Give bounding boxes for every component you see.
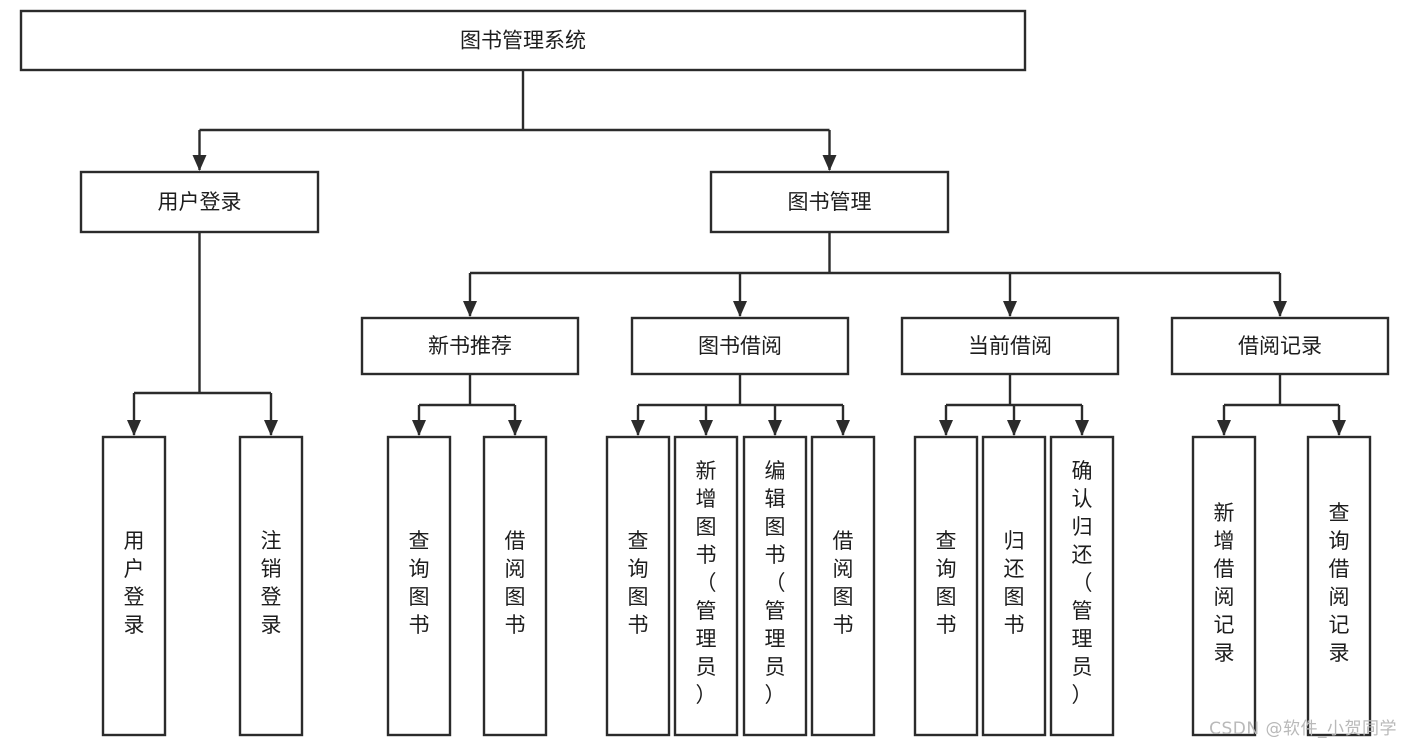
arrow-head-icon [1332,420,1346,436]
connector-recommend-to-leaves [412,374,522,436]
node-leaf-query-book-recommend[interactable]: 查询图书 [386,435,452,737]
arrow-head-icon [699,420,713,436]
node-label-leaf-borrow-book-recommend: 借阅图书 [505,529,526,637]
node-label-borrow-record: 借阅记录 [1238,334,1322,358]
arrow-head-icon [1217,420,1231,436]
node-box-current-borrow[interactable] [900,316,1120,376]
node-label-leaf-user-login: 用户登录 [124,529,145,637]
arrow-head-icon [1273,301,1287,317]
node-book-borrow[interactable]: 图书借阅 [630,316,850,376]
node-book-manage[interactable]: 图书管理 [709,170,950,234]
arrow-head-icon [939,420,953,436]
connector-userlogin-to-leaves [127,232,278,436]
node-new-book-recommend[interactable]: 新书推荐 [360,316,580,376]
node-box-leaf-query-book-recommend[interactable] [386,435,452,737]
node-label-leaf-borrow-book: 借阅图书 [833,529,854,637]
node-box-borrow-record[interactable] [1170,316,1390,376]
node-leaf-add-book-admin[interactable]: 新增图书（管理员） [673,435,739,737]
node-box-leaf-return-book[interactable] [981,435,1047,737]
node-box-leaf-edit-book-admin[interactable] [742,435,808,737]
node-leaf-return-book[interactable]: 归还图书 [981,435,1047,737]
node-label-leaf-return-book: 归还图书 [1004,529,1025,637]
node-leaf-user-login[interactable]: 用户登录 [101,435,167,737]
node-leaf-add-borrow-record[interactable]: 新增借阅记录 [1191,435,1257,737]
node-user-login[interactable]: 用户登录 [79,170,320,234]
node-label-book-borrow: 图书借阅 [698,334,782,358]
node-box-leaf-user-login[interactable] [101,435,167,737]
node-label-new-book-recommend: 新书推荐 [428,334,512,358]
node-leaf-user-logout[interactable]: 注销登录 [238,435,304,737]
node-leaf-borrow-book[interactable]: 借阅图书 [810,435,876,737]
node-root[interactable]: 图书管理系统 [19,9,1027,72]
node-label-root: 图书管理系统 [460,29,586,53]
connector-layer [127,70,1346,436]
node-label-leaf-user-logout: 注销登录 [261,529,282,637]
connector-record-to-leaves [1217,374,1346,436]
arrow-head-icon [1007,420,1021,436]
node-label-current-borrow: 当前借阅 [968,334,1052,358]
connector-root-to-level1 [192,70,837,171]
arrow-head-icon [768,420,782,436]
arrow-head-icon [1075,420,1089,436]
node-borrow-record[interactable]: 借阅记录 [1170,316,1390,376]
arrow-head-icon [822,155,837,171]
arrow-head-icon [631,420,645,436]
node-box-book-manage[interactable] [709,170,950,234]
node-label-leaf-query-book-recommend: 查询图书 [409,529,430,637]
connector-bookmanage-to-level2 [463,232,1287,317]
node-box-leaf-add-book-admin[interactable] [673,435,739,737]
arrow-head-icon [127,420,141,436]
arrow-head-icon [1003,301,1017,317]
node-box-root[interactable] [19,9,1027,72]
connector-borrow-to-leaves [631,374,850,436]
node-current-borrow[interactable]: 当前借阅 [900,316,1120,376]
arrow-head-icon [264,420,278,436]
node-leaf-borrow-book-recommend[interactable]: 借阅图书 [482,435,548,737]
connector-current-to-leaves [939,374,1089,436]
arrow-head-icon [733,301,747,317]
node-box-leaf-query-borrow-record[interactable] [1306,435,1372,737]
node-box-leaf-add-borrow-record[interactable] [1191,435,1257,737]
node-layer: 图书管理系统用户登录图书管理新书推荐图书借阅当前借阅借阅记录用户登录注销登录查询… [19,9,1390,737]
node-box-leaf-borrow-book[interactable] [810,435,876,737]
node-label-leaf-query-book-current: 查询图书 [936,529,957,637]
node-leaf-confirm-return-admin[interactable]: 确认归还（管理员） [1049,435,1115,737]
node-box-leaf-user-logout[interactable] [238,435,304,737]
node-box-book-borrow[interactable] [630,316,850,376]
node-label-leaf-query-borrow-record: 查询借阅记录 [1329,501,1350,665]
node-label-book-manage: 图书管理 [788,190,872,214]
node-box-leaf-confirm-return-admin[interactable] [1049,435,1115,737]
node-leaf-edit-book-admin[interactable]: 编辑图书（管理员） [742,435,808,737]
arrow-head-icon [508,420,522,436]
arrow-head-icon [192,155,207,171]
node-leaf-query-book-borrow[interactable]: 查询图书 [605,435,671,737]
node-label-leaf-edit-book-admin: 编辑图书（管理员） [765,459,786,707]
node-label-leaf-add-book-admin: 新增图书（管理员） [696,459,717,707]
node-leaf-query-borrow-record[interactable]: 查询借阅记录 [1306,435,1372,737]
node-label-leaf-confirm-return-admin: 确认归还（管理员） [1072,459,1093,707]
node-leaf-query-book-current[interactable]: 查询图书 [913,435,979,737]
node-box-leaf-query-book-borrow[interactable] [605,435,671,737]
node-label-user-login: 用户登录 [158,190,242,214]
node-box-leaf-query-book-current[interactable] [913,435,979,737]
arrow-head-icon [463,301,477,317]
node-label-leaf-add-borrow-record: 新增借阅记录 [1214,501,1235,665]
node-box-new-book-recommend[interactable] [360,316,580,376]
arrow-head-icon [412,420,426,436]
node-box-user-login[interactable] [79,170,320,234]
node-label-leaf-query-book-borrow: 查询图书 [628,529,649,637]
node-box-leaf-borrow-book-recommend[interactable] [482,435,548,737]
arrow-head-icon [836,420,850,436]
